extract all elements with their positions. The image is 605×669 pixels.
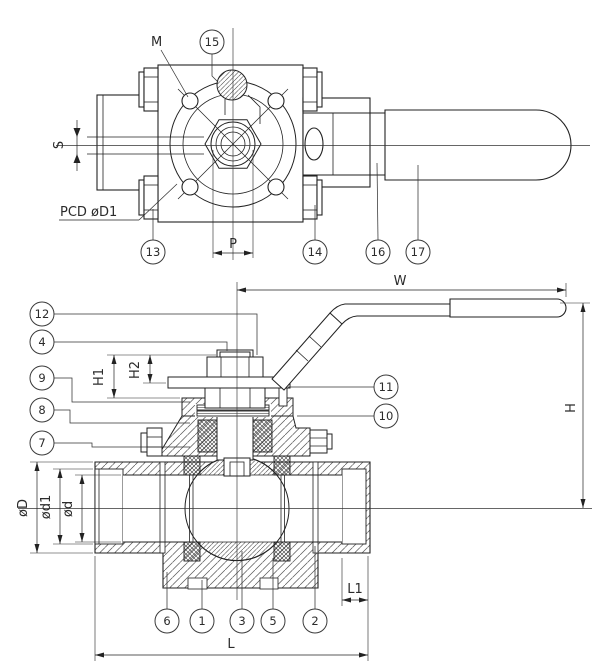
svg-text:ød: ød	[61, 501, 76, 517]
seat-left-bottom	[183, 541, 201, 562]
svg-text:øD: øD	[16, 499, 31, 517]
body-bolt-right-section	[309, 429, 333, 454]
handle-grip	[449, 298, 567, 318]
svg-text:5: 5	[269, 614, 276, 628]
callout-9: 9	[29, 365, 190, 403]
svg-text:H1: H1	[92, 368, 107, 386]
label-pcd: PCD øD1	[59, 183, 178, 221]
callout-11: 11	[288, 374, 399, 400]
label-m: M	[151, 35, 189, 98]
svg-text:14: 14	[308, 245, 323, 259]
callout-1: 1	[189, 580, 215, 634]
bottom-notch	[259, 577, 279, 590]
bottom-notch	[187, 577, 208, 590]
port-hole-ellipse	[304, 127, 324, 161]
top-view: S P PCD øD1 M 15 13 14 16 1	[52, 28, 590, 265]
callout-4: 4	[29, 329, 228, 355]
callout-5: 5	[260, 558, 286, 634]
m-text: M	[151, 35, 162, 50]
svg-text:L1: L1	[347, 582, 363, 597]
svg-text:16: 16	[371, 245, 386, 259]
svg-text:13: 13	[146, 245, 161, 259]
dim-s-label: S	[52, 141, 67, 149]
callout-16: 16	[365, 162, 391, 265]
handle-lever	[271, 298, 567, 391]
callout-8: 8	[29, 397, 190, 424]
dim-p-label: P	[229, 237, 237, 252]
callout-7: 7	[29, 430, 190, 456]
socket-bore-right	[341, 468, 367, 545]
stem-packing-right	[252, 419, 273, 453]
front-view: W H H1 H2 øD ød1 ød L	[16, 274, 592, 661]
handle-bend	[271, 312, 343, 391]
svg-text:6: 6	[163, 614, 170, 628]
dim-l1: L1	[341, 558, 368, 606]
svg-text:8: 8	[38, 403, 45, 417]
seat-right-top	[273, 455, 291, 476]
svg-text:1: 1	[198, 614, 205, 628]
svg-text:H2: H2	[128, 361, 143, 379]
dim-w: W	[237, 274, 567, 297]
svg-text:11: 11	[379, 380, 394, 394]
svg-text:4: 4	[38, 335, 45, 349]
body-bolt-top-left	[138, 67, 159, 112]
body-joint-right	[312, 461, 319, 554]
dim-od1: ød1	[39, 468, 93, 545]
dim-h2: H2	[128, 355, 166, 384]
svg-text:ød1: ød1	[39, 495, 54, 519]
body-bolt-top-right	[302, 67, 323, 112]
dim-l: L	[94, 556, 369, 661]
callout-2: 2	[302, 546, 328, 634]
callout-14: 14	[302, 205, 328, 265]
stem-washer	[219, 351, 251, 358]
pcd-text: PCD øD1	[60, 205, 117, 220]
socket-bore-left	[94, 468, 124, 545]
handle-grip-top	[384, 109, 572, 181]
svg-text:7: 7	[38, 436, 45, 450]
svg-text:H: H	[564, 403, 579, 413]
body-bolt-left-section	[140, 427, 163, 457]
flange-bolt-hole	[267, 92, 285, 110]
dim-od: øD	[16, 461, 93, 554]
callout-12: 12	[29, 301, 258, 355]
flange-bolt-hole	[181, 178, 199, 196]
handle-break-mark	[295, 349, 309, 362]
callout-3: 3	[229, 551, 255, 634]
flange-bolt-hole	[267, 178, 285, 196]
stop-tab	[278, 387, 288, 407]
stop-pin	[216, 69, 248, 101]
body-joint-left	[159, 461, 166, 554]
gland-nut	[204, 387, 266, 409]
callout-10: 10	[297, 403, 399, 429]
svg-text:17: 17	[411, 245, 426, 259]
stem-hex	[204, 119, 262, 169]
svg-text:L: L	[227, 637, 235, 652]
callout-17: 17	[405, 165, 431, 265]
callout-6: 6	[154, 572, 180, 634]
dim-p: P	[212, 150, 254, 258]
flange-bolt-hole	[181, 92, 199, 110]
stem-packing-left	[197, 419, 218, 453]
seat-right-bottom	[273, 541, 291, 562]
dim-h1: H1	[92, 354, 216, 399]
dim-h: H	[560, 302, 590, 508]
stopper-slot	[224, 94, 261, 124]
handle-nut	[206, 356, 264, 378]
body-bolt-bottom-left	[138, 175, 159, 220]
svg-text:15: 15	[205, 35, 220, 49]
svg-text:9: 9	[38, 371, 45, 385]
seat-left-top	[183, 455, 201, 476]
handle-break-mark	[308, 335, 322, 348]
callout-15: 15	[199, 29, 225, 83]
svg-text:10: 10	[379, 409, 394, 423]
dim-od-bore: ød	[61, 474, 121, 543]
svg-text:W: W	[394, 274, 407, 289]
svg-text:12: 12	[35, 307, 50, 321]
callout-13: 13	[140, 209, 166, 265]
svg-text:2: 2	[311, 614, 318, 628]
body-bolt-bottom-right	[302, 175, 323, 220]
svg-text:3: 3	[238, 614, 245, 628]
dim-s: S	[52, 120, 81, 171]
